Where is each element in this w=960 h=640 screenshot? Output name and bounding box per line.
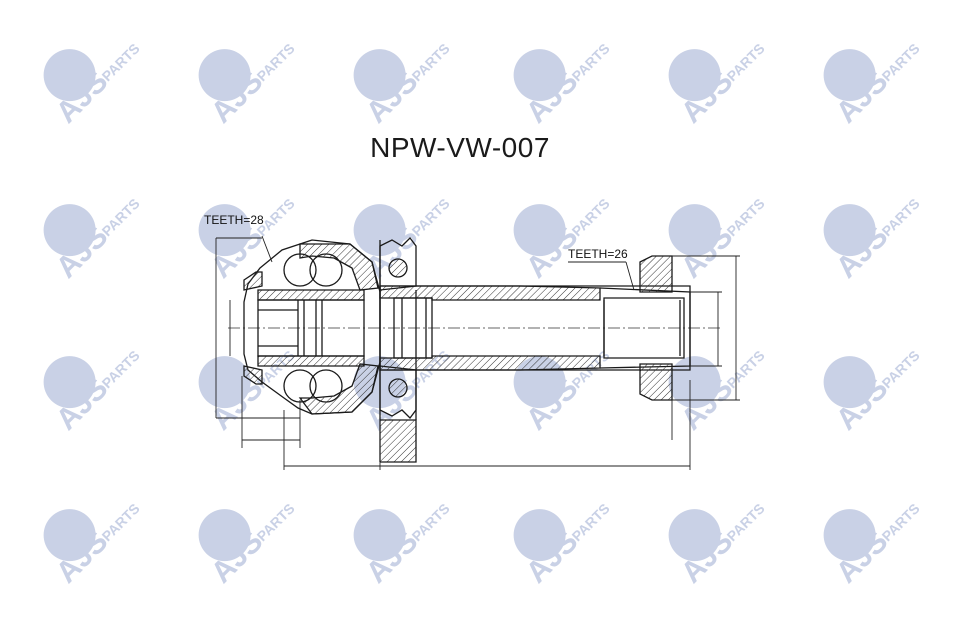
shaft-section (379, 255, 691, 401)
part-number-title: NPW-VW-007 (370, 132, 550, 163)
inner-joint-section (243, 239, 381, 415)
dimension-lines (215, 235, 740, 470)
bearing-seal-ring (379, 237, 417, 463)
inner-teeth-label: TEETH=28 (204, 213, 264, 227)
outer-teeth-label: TEETH=26 (568, 247, 628, 261)
